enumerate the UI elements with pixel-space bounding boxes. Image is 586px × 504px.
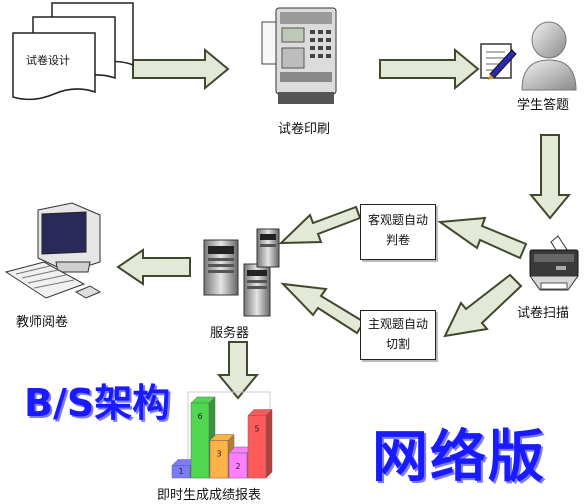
arrow-objective-to-server [278,205,362,245]
arrow-scan-to-objective [437,216,528,260]
network-edition-banner: 网络版 [372,425,546,490]
report-bar-value: 3 [216,450,221,459]
server-label: 服务器 [210,326,250,341]
report-bar: 5 [247,408,273,479]
report-bar-value: 1 [178,467,183,476]
paper-design-label: 试卷设计 [26,54,70,67]
print-label: 试卷印刷 [278,122,331,137]
computer-icon [4,202,102,299]
arrow-server-to-report [216,341,260,400]
student-icon [521,21,577,91]
report-bar-value: 5 [254,425,259,434]
report-bar-value: 6 [197,412,202,421]
subjective-line-2: 切割 [385,337,410,351]
student-answer-label: 学生答题 [517,98,570,113]
teacher-label: 教师阅卷 [16,315,69,330]
report-chart: 1 6 3 2 5 [171,391,273,479]
scan-label: 试卷扫描 [517,306,570,321]
pen-paper-icon [480,43,517,80]
bs-architecture-banner: B/S架构 [24,381,171,425]
arrow-server-to-teacher [116,248,191,286]
arrow-design-to-print [132,47,230,91]
scanner-icon [529,235,579,291]
server-icon [203,228,280,317]
printer-icon [261,7,337,104]
arrow-subjective-to-server [280,282,366,335]
report-bar-value: 2 [235,462,240,471]
report-label: 即时生成成绩报表 [157,488,262,503]
arrow-student-to-scan [528,134,572,220]
paper-stack-icon [12,2,134,101]
objective-line-1: 客观题自动 [367,213,428,227]
subjective-cutting-box: 主观题自动 切割 [360,310,436,360]
arrow-print-to-student [379,47,480,91]
objective-line-2: 判卷 [385,233,410,247]
arrow-scan-to-subjective [443,273,523,338]
subjective-line-1: 主观题自动 [367,317,428,331]
objective-grading-box: 客观题自动 判卷 [360,204,436,260]
report-bars: 1 6 3 2 5 [171,396,273,479]
report-bar: 6 [190,396,216,479]
